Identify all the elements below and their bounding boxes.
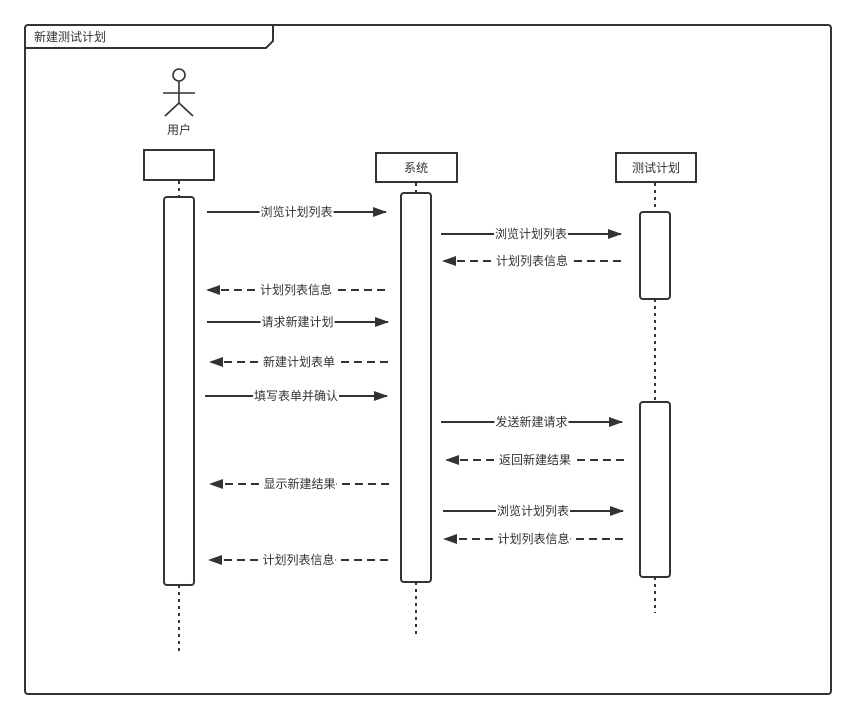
- activation-system: [400, 192, 432, 583]
- message-label: 计划列表信息: [262, 552, 334, 567]
- sync-message[interactable]: 浏览计划列表: [443, 503, 624, 518]
- actor-system[interactable]: 系统: [375, 152, 458, 183]
- message-label: 请求新建计划: [261, 314, 333, 329]
- actor-label-system: 系统: [404, 161, 428, 175]
- activation-user: [163, 196, 195, 586]
- message-label-background: [494, 414, 569, 429]
- sync-message[interactable]: 浏览计划列表: [441, 226, 622, 241]
- frame: 新建测试计划: [24, 24, 832, 695]
- message-label-background: [259, 204, 334, 219]
- actor-label-user: 用户: [167, 122, 191, 137]
- message-label: 浏览计划列表: [495, 226, 567, 241]
- activation-plan-2: [639, 401, 671, 578]
- actor-box-system: [375, 152, 458, 183]
- actor-label-plan: 测试计划: [632, 160, 680, 175]
- sync-message[interactable]: 发送新建请求: [441, 414, 623, 429]
- message-label-background: [261, 552, 336, 567]
- return-message[interactable]: 计划列表信息: [442, 253, 621, 268]
- message-label: 显示新建结果: [263, 476, 335, 491]
- actor-box-user: [143, 149, 215, 181]
- message-label-background: [258, 282, 334, 297]
- message-label-background: [262, 476, 337, 491]
- message-label-background: [261, 354, 337, 369]
- return-message[interactable]: 显示新建结果: [209, 476, 389, 491]
- sync-message[interactable]: 填写表单并确认: [205, 389, 388, 403]
- sync-message[interactable]: 请求新建计划: [207, 314, 389, 329]
- message-label-background: [252, 389, 340, 403]
- message-label-background: [495, 503, 571, 518]
- frame-border: [24, 24, 832, 695]
- message-label: 发送新建请求: [495, 414, 567, 429]
- message-label: 返回新建结果: [499, 452, 571, 467]
- stick-figure-icon: [163, 68, 195, 117]
- message-label-background: [497, 452, 573, 467]
- message-label-background: [496, 531, 571, 546]
- actor-plan[interactable]: 测试计划: [615, 152, 697, 183]
- actor-user[interactable]: 用户: [143, 68, 215, 181]
- message-label: 浏览计划列表: [497, 503, 569, 518]
- lifelines: [178, 181, 656, 652]
- return-message[interactable]: 计划列表信息: [206, 282, 385, 297]
- return-message[interactable]: 计划列表信息: [443, 531, 623, 546]
- messages: 浏览计划列表浏览计划列表计划列表信息计划列表信息请求新建计划新建计划表单填写表单…: [205, 204, 624, 567]
- activations: [163, 192, 671, 586]
- return-message[interactable]: 返回新建结果: [445, 452, 624, 467]
- message-label: 计划列表信息: [260, 282, 332, 297]
- message-label-background: [493, 226, 569, 241]
- message-label-background: [260, 314, 335, 329]
- message-label: 计划列表信息: [496, 253, 568, 268]
- actor-box-plan: [615, 152, 697, 183]
- message-label-background: [494, 253, 570, 268]
- return-message[interactable]: 计划列表信息: [208, 552, 388, 567]
- message-label: 浏览计划列表: [260, 204, 332, 219]
- frame-title: 新建测试计划: [34, 29, 106, 44]
- sync-message[interactable]: 浏览计划列表: [207, 204, 387, 219]
- message-label: 填写表单并确认: [254, 389, 338, 403]
- activation-plan-1: [639, 211, 671, 300]
- message-label: 计划列表信息: [497, 531, 569, 546]
- message-label: 新建计划表单: [263, 354, 335, 369]
- frame-title-tab: [25, 25, 274, 49]
- return-message[interactable]: 新建计划表单: [209, 354, 388, 369]
